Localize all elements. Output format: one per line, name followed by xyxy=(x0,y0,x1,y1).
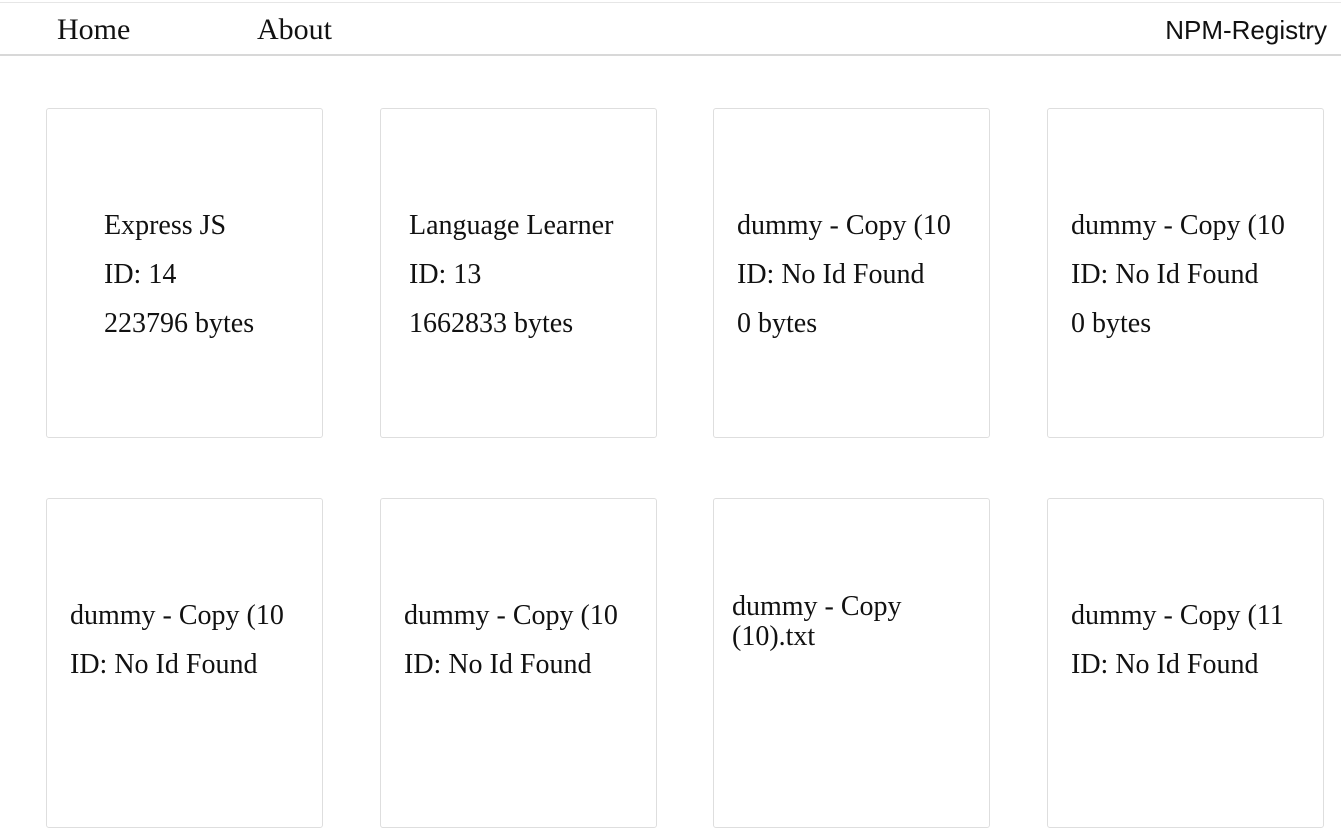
package-size: 0 bytes xyxy=(737,308,818,339)
package-title: dummy - Copy (10 xyxy=(404,600,618,631)
package-card[interactable]: dummy - Copy (10 ID: No Id Found xyxy=(380,498,657,828)
nav-home-link[interactable]: Home xyxy=(57,13,131,46)
package-id: ID: No Id Found xyxy=(70,649,258,680)
package-size: 223796 bytes xyxy=(104,308,255,339)
package-id: ID: No Id Found xyxy=(404,649,592,680)
package-id: ID: No Id Found xyxy=(1071,259,1259,290)
package-id: ID: 14 xyxy=(104,259,177,290)
package-size: 1662833 bytes xyxy=(409,308,574,339)
package-id: ID: No Id Found xyxy=(737,259,925,290)
brand-title[interactable]: NPM-Registry xyxy=(1165,15,1327,45)
package-card[interactable]: dummy - Copy (10 ID: No Id Found 0 bytes xyxy=(1047,108,1324,438)
package-card[interactable]: Express JS ID: 14 223796 bytes xyxy=(46,108,323,438)
package-size: 0 bytes xyxy=(1071,308,1152,339)
package-card[interactable]: Language Learner ID: 13 1662833 bytes xyxy=(380,108,657,438)
package-card[interactable]: dummy - Copy (10).txt xyxy=(713,498,990,828)
package-id: ID: 13 xyxy=(409,259,482,290)
nav-about-link[interactable]: About xyxy=(257,13,332,46)
package-card[interactable]: dummy - Copy (10 ID: No Id Found xyxy=(46,498,323,828)
package-title: dummy - Copy (10 xyxy=(737,210,951,241)
package-title: dummy - Copy (10 xyxy=(1071,210,1285,241)
package-title: dummy - Copy (10).txt xyxy=(732,591,902,652)
package-title: Express JS xyxy=(104,210,227,241)
package-card[interactable]: dummy - Copy (11 ID: No Id Found xyxy=(1047,498,1324,828)
package-title: Language Learner xyxy=(409,210,614,241)
top-navbar: Home About NPM-Registry xyxy=(0,2,1341,56)
package-card[interactable]: dummy - Copy (10 ID: No Id Found 0 bytes xyxy=(713,108,990,438)
package-title: dummy - Copy (11 xyxy=(1071,600,1284,631)
package-title: dummy - Copy (10 xyxy=(70,600,284,631)
package-id: ID: No Id Found xyxy=(1071,649,1259,680)
